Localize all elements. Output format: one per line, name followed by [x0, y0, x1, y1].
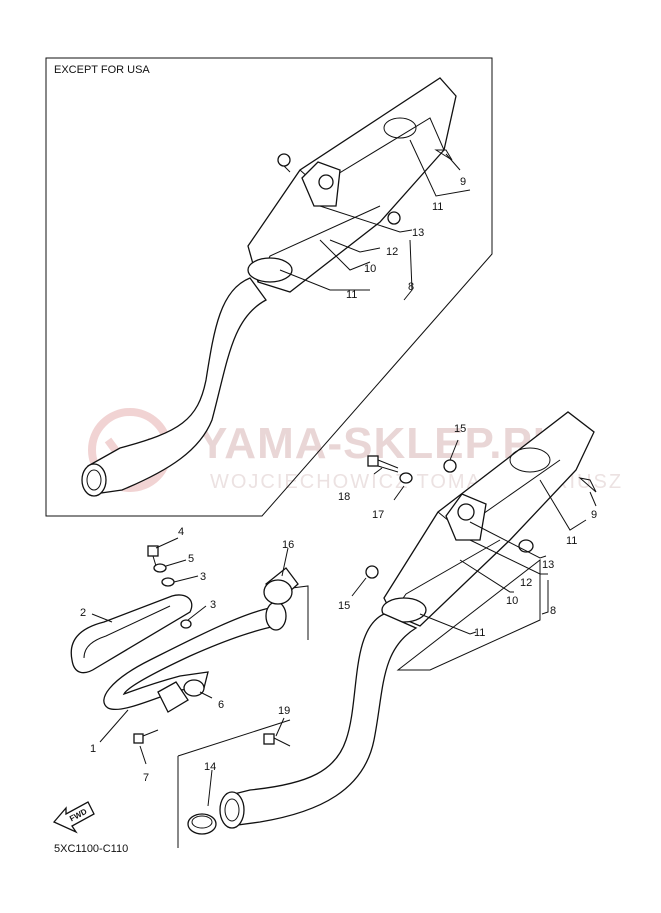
callout-11-inset-top: 11 [432, 201, 443, 213]
callout-15-top: 15 [454, 423, 466, 435]
callout-3-top: 3 [200, 571, 206, 583]
callout-2: 2 [80, 607, 86, 619]
callout-14: 14 [204, 761, 216, 773]
gasket-ring-inset [247, 257, 293, 283]
nut-icon [161, 577, 175, 587]
callout-16: 16 [282, 539, 294, 551]
callout-7: 7 [143, 772, 149, 784]
main-assembly [187, 411, 597, 835]
nut-icon [443, 459, 457, 473]
callout-15-bottom: 15 [338, 600, 350, 612]
washer-icon [399, 472, 413, 484]
nut-icon [365, 565, 379, 579]
except-usa-inset: EXCEPT FOR USA [45, 57, 493, 517]
callout-9-inset: 9 [460, 176, 466, 188]
bolt-icon [367, 455, 399, 473]
exhaust-pipe-main [225, 613, 418, 827]
gasket-icon [187, 813, 217, 835]
bolt-icon [277, 153, 291, 173]
callout-8: 8 [550, 605, 556, 617]
gasket-6 [183, 679, 205, 697]
callout-8-inset: 8 [408, 281, 414, 293]
callout-13-inset: 13 [412, 227, 424, 239]
gasket-ring-main [381, 597, 427, 623]
callout-19: 19 [278, 705, 290, 717]
diagram-code: 5XC1100-C110 [54, 843, 128, 855]
callout-6: 6 [218, 699, 224, 711]
bolt-icon [387, 211, 401, 225]
callout-10: 10 [506, 595, 518, 607]
callout-11-top: 11 [566, 535, 577, 547]
callout-11-bottom: 11 [474, 627, 485, 639]
bolt-icon [133, 729, 159, 744]
clip-icon [434, 149, 453, 161]
callout-1: 1 [90, 743, 96, 755]
callout-17: 17 [372, 509, 384, 521]
callout-12: 12 [520, 577, 532, 589]
collar-icon [518, 539, 534, 553]
callout-3-bottom: 3 [210, 599, 216, 611]
inset-title: EXCEPT FOR USA [54, 64, 150, 76]
header-pipe-assembly [70, 537, 309, 848]
clip-icon [578, 477, 597, 493]
callout-10-inset: 10 [364, 263, 376, 275]
callout-13: 13 [542, 559, 554, 571]
fwd-arrow-icon: FWD [52, 801, 95, 834]
bolt-icon [263, 733, 291, 747]
callout-12-inset: 12 [386, 246, 398, 258]
callout-18: 18 [338, 491, 350, 503]
flange [157, 681, 189, 713]
callout-5: 5 [188, 553, 194, 565]
nut-icon [180, 619, 192, 629]
callout-4: 4 [178, 526, 184, 538]
heat-protector [70, 594, 193, 674]
callout-9: 9 [591, 509, 597, 521]
washer-icon [153, 563, 167, 573]
bolt-icon [147, 545, 159, 567]
callout-11-inset-bottom: 11 [346, 289, 357, 301]
